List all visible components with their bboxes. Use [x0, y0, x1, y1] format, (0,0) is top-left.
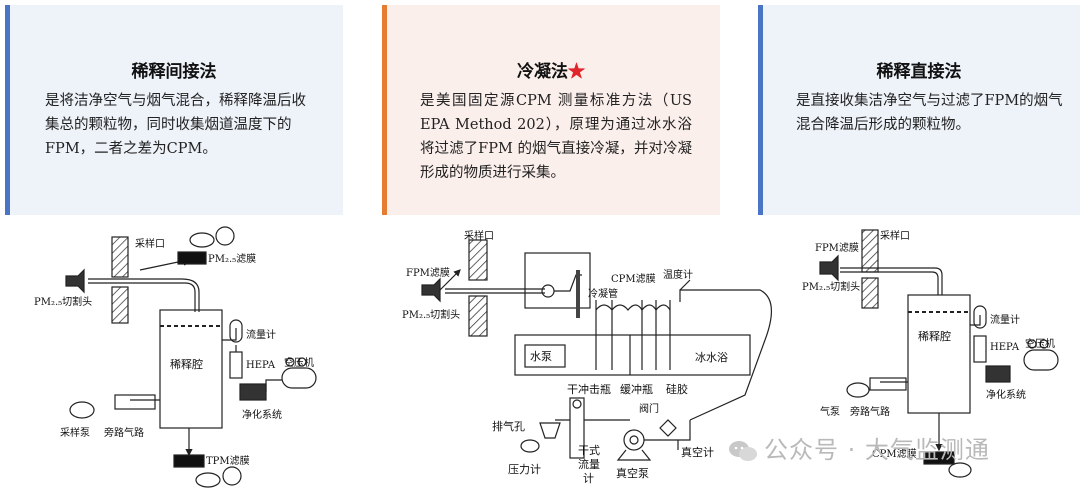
- label-pm25-filter: PM₂.₅滤膜: [208, 252, 256, 265]
- label-valve: 阀门: [639, 402, 659, 415]
- panel-direct-dilution: 稀释直接法 是直接收集洁净空气与过滤了FPM的烟气混合降温后形成的颗粒物。: [758, 5, 1080, 215]
- stack-wall-upper: [111, 236, 129, 278]
- stack-wall-lower: [111, 286, 129, 324]
- panel-title-text: 冷凝法: [517, 62, 568, 82]
- label-hepa: HEPA: [990, 342, 1020, 353]
- label-vacuum-gauge: 真空计: [681, 445, 714, 459]
- purifier-block: [239, 383, 267, 401]
- panel-title: 冷凝法★: [382, 57, 720, 82]
- diagram-indirect-dilution: [65, 226, 317, 488]
- pm25-cut-head: [65, 268, 85, 294]
- label-pump: 采样泵: [60, 426, 90, 439]
- dilution-chamber: [159, 309, 223, 429]
- air-compressor: [281, 367, 317, 389]
- label-purifier: 净化系统: [986, 388, 1026, 401]
- label-flowmeter: 流量计: [990, 313, 1020, 326]
- label-dry-flowmeter-1: 干式: [578, 444, 600, 457]
- label-thermometer: 温度计: [663, 268, 693, 281]
- label-flowmeter: 流量计: [246, 328, 276, 341]
- label-sampling-port: 采样口: [880, 229, 910, 242]
- label-vacuum-pump: 真空泵: [616, 466, 649, 480]
- panel-description: 是美国固定源CPM 测量标准方法（US EPA Method 202），原理为通…: [420, 93, 692, 181]
- label-condenser: 冷凝管: [588, 287, 618, 300]
- label-purifier: 净化系统: [242, 408, 282, 421]
- label-sampling-port: 采样口: [135, 237, 165, 250]
- label-silica: 硅胶: [666, 382, 688, 396]
- label-dry-impinger: 干冲击瓶: [567, 382, 611, 396]
- label-fpm-filter: FPM滤膜: [406, 266, 450, 279]
- label-dry-flowmeter-2: 流量: [578, 457, 600, 471]
- label-pm25-head: PM₂.₅切割头: [34, 295, 92, 308]
- label-compressor: 空压机: [284, 356, 314, 369]
- wechat-icon: [729, 441, 757, 461]
- panel-description: 是直接收集洁净空气与过滤了FPM的烟气混合降温后形成的颗粒物。: [796, 93, 1063, 133]
- tpm-filter: [173, 454, 205, 468]
- accent-bar: [5, 5, 10, 215]
- diagram-direct-dilution: [819, 229, 1059, 478]
- watermark: 公众号 · 大气监测通: [728, 430, 990, 465]
- panel-condensation: 冷凝法★ 是美国固定源CPM 测量标准方法（US EPA Method 202）…: [382, 5, 720, 215]
- label-bypass: 旁路气路: [104, 426, 144, 439]
- label-pump: 气泵: [820, 405, 840, 418]
- label-pm25-head: PM₂.₅切割头: [402, 308, 460, 321]
- label-tpm-filter: TPM滤膜: [206, 454, 250, 467]
- label-buffer-bottle: 缓冲瓶: [620, 382, 653, 396]
- label-chamber: 稀释腔: [918, 329, 951, 343]
- accent-bar: [382, 5, 387, 215]
- label-water-pump: 水泵: [530, 350, 552, 363]
- label-hepa: HEPA: [246, 360, 276, 371]
- label-sampling-port: 采样口: [464, 229, 494, 242]
- panel-description: 是将洁净空气与烟气混合，稀释降温后收集总的颗粒物，同时收集烟道温度下的FPM，二…: [45, 93, 306, 157]
- label-fpm-filter: FPM滤膜: [815, 241, 859, 254]
- watermark-text: 公众号 · 大气监测通: [764, 436, 990, 464]
- label-compressor: 空压机: [1025, 337, 1055, 350]
- label-bypass: 旁路气路: [850, 405, 890, 418]
- label-pm25-head: PM₂.₅切割头: [802, 280, 860, 293]
- label-cpm-filter: CPM滤膜: [872, 447, 917, 460]
- star-icon: ★: [568, 62, 585, 82]
- panel-title: 稀释间接法: [131, 62, 217, 82]
- diagram-condensation: [421, 239, 772, 461]
- pm25-filter: [177, 251, 207, 265]
- label-dry-flowmeter-3: 计: [583, 472, 594, 485]
- panel-indirect-dilution: 稀释间接法 是将洁净空气与烟气混合，稀释降温后收集总的颗粒物，同时收集烟道温度下…: [5, 5, 343, 215]
- label-cpm-filter: CPM滤膜: [611, 272, 656, 285]
- label-exhaust: 排气孔: [492, 419, 525, 433]
- label-ice-bath: 冰水浴: [695, 351, 728, 364]
- label-chamber: 稀释腔: [170, 357, 203, 371]
- ice-water-bath: [514, 334, 751, 376]
- label-pressure-gauge: 压力计: [508, 463, 541, 476]
- accent-bar: [758, 5, 763, 215]
- panel-title: 稀释直接法: [876, 62, 962, 82]
